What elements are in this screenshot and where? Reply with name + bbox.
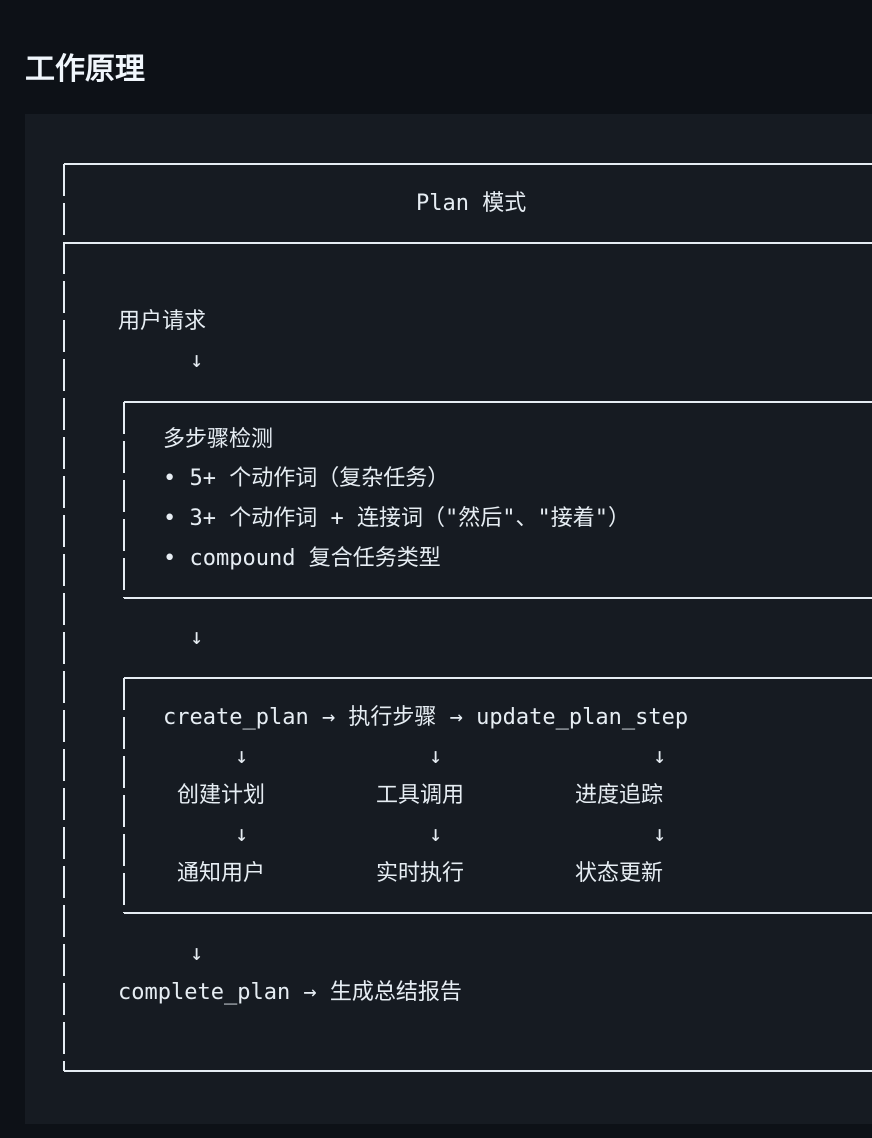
arrow-down-icon: ↓ <box>653 744 667 769</box>
arrow-down-icon: ↓ <box>190 348 204 373</box>
flow-box-bottom <box>124 912 872 914</box>
outer-box-bottom <box>64 1070 872 1072</box>
flow-step: 工具调用 <box>376 783 465 808</box>
detection-item: • 5+ 个动作词（复杂任务） <box>163 466 450 491</box>
outer-box-top <box>64 163 872 165</box>
arrow-down-icon: ↓ <box>235 744 249 769</box>
arrow-down-icon: ↓ <box>190 941 204 966</box>
detection-title: 多步骤检测 <box>163 427 274 452</box>
flow-box-top <box>124 677 872 679</box>
diagram-header: Plan 模式 <box>416 191 527 216</box>
arrow-down-icon: ↓ <box>190 625 204 650</box>
arrow-down-icon: ↓ <box>429 822 443 847</box>
flow-step: 进度追踪 <box>575 783 664 808</box>
arrow-down-icon: ↓ <box>235 822 249 847</box>
detection-box-top <box>124 401 872 403</box>
arrow-down-icon: ↓ <box>429 744 443 769</box>
final-step: complete_plan → 生成总结报告 <box>118 980 462 1005</box>
flow-top-line: create_plan → 执行步骤 → update_plan_step <box>163 705 689 730</box>
flow-step: 通知用户 <box>177 861 266 886</box>
detection-box-left <box>123 402 125 598</box>
code-block <box>25 114 872 1124</box>
user-request: 用户请求 <box>118 309 207 334</box>
section-title: 工作原理 <box>25 52 145 87</box>
header-divider <box>64 242 872 244</box>
flow-step: 创建计划 <box>177 783 266 808</box>
flow-box-left <box>123 678 125 913</box>
detection-box-bottom <box>124 597 872 599</box>
flow-step: 实时执行 <box>376 861 465 886</box>
arrow-down-icon: ↓ <box>653 822 667 847</box>
detection-item: • compound 复合任务类型 <box>163 546 441 571</box>
detection-item: • 3+ 个动作词 + 连接词（"然后"、"接着"） <box>163 506 630 531</box>
flow-step: 状态更新 <box>575 861 664 886</box>
outer-box-left <box>63 164 65 1071</box>
